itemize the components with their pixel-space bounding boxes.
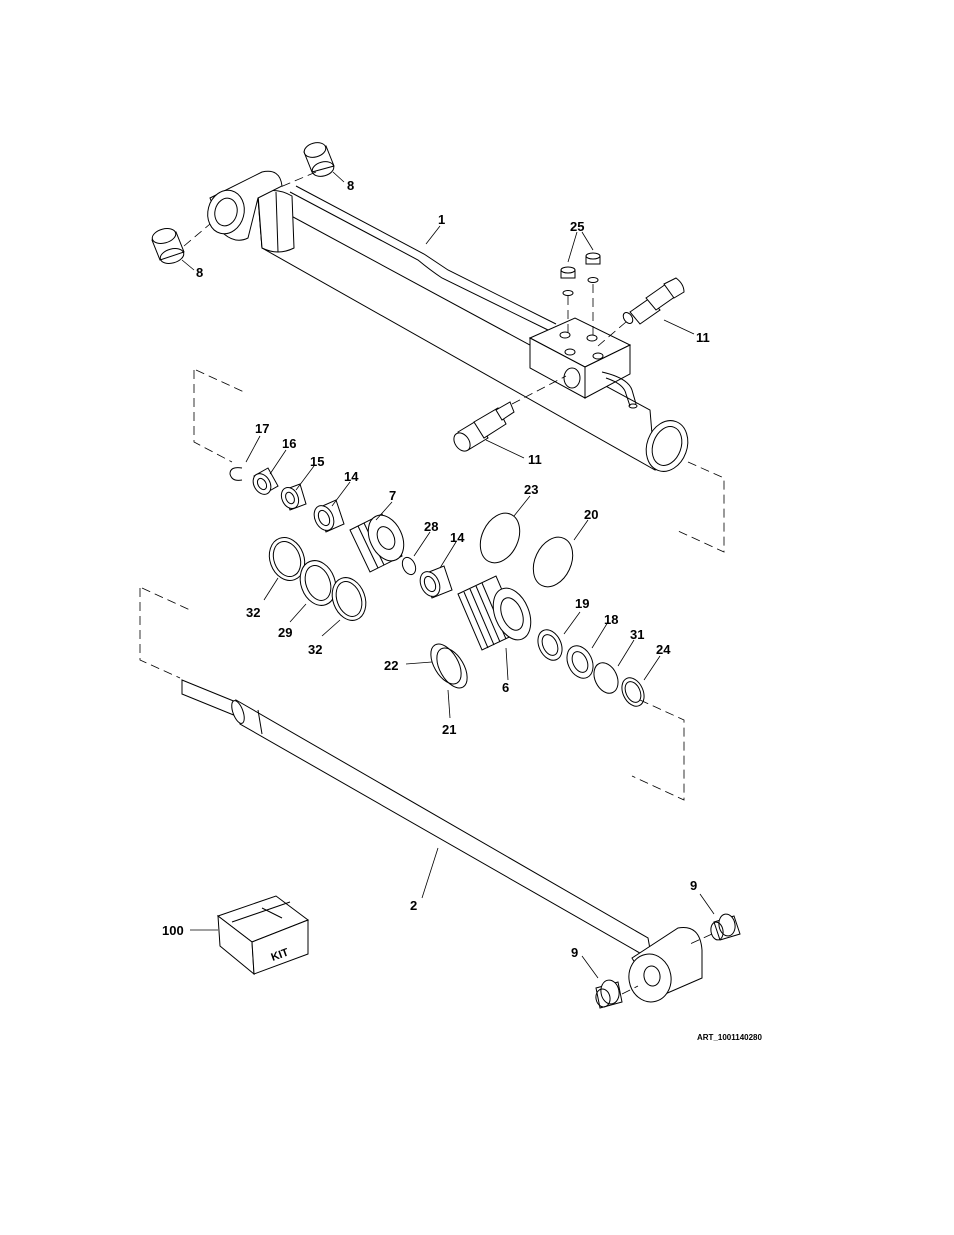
wear-ring-22	[425, 639, 468, 689]
callout-21: 21	[442, 722, 456, 737]
ring-24	[618, 674, 649, 710]
callout-7: 7	[389, 488, 396, 503]
bearing-8-lower	[151, 226, 186, 266]
o-ring-28	[400, 555, 418, 576]
callout-16: 16	[282, 436, 296, 451]
plug-25-pair	[561, 253, 600, 296]
callout-32-right: 32	[308, 642, 322, 657]
callout-9-right: 9	[690, 878, 697, 893]
callout-25: 25	[570, 219, 584, 234]
callout-17: 17	[255, 421, 269, 436]
callout-1: 1	[438, 212, 445, 227]
bearing-8-upper	[303, 140, 336, 178]
bushing-14-lower	[416, 566, 452, 600]
callout-28: 28	[424, 519, 438, 534]
art-identifier: ART_1001140280	[697, 1033, 762, 1042]
callout-11-lower: 11	[528, 452, 542, 467]
callout-18: 18	[604, 612, 618, 627]
callout-8-upper: 8	[347, 178, 354, 193]
callout-11-upper: 11	[696, 330, 710, 345]
nut-16	[250, 468, 278, 498]
kit-box	[218, 896, 308, 974]
callout-19: 19	[575, 596, 589, 611]
callout-14-lower: 14	[450, 530, 465, 545]
callout-20: 20	[584, 507, 598, 522]
piston-7	[350, 509, 411, 572]
bushing-14-upper	[310, 500, 344, 534]
callout-6: 6	[502, 680, 509, 695]
callout-32-left: 32	[246, 605, 260, 620]
o-ring-23	[473, 507, 528, 569]
barrel-assembly	[203, 171, 695, 477]
o-ring-20	[526, 531, 581, 593]
valve-cartridge-11-lower	[451, 402, 514, 454]
callout-100: 100	[162, 923, 184, 938]
callout-23: 23	[524, 482, 538, 497]
snap-ring-17	[230, 468, 242, 481]
callout-29: 29	[278, 625, 292, 640]
callout-22: 22	[384, 658, 398, 673]
callout-14-upper: 14	[344, 469, 359, 484]
wear-ring-21	[431, 643, 474, 693]
seal-19	[533, 626, 566, 664]
gland-6	[458, 576, 538, 650]
bearing-9-left	[595, 979, 622, 1008]
spacer-15	[278, 484, 306, 511]
callout-15: 15	[310, 454, 324, 469]
callout-24: 24	[656, 642, 671, 657]
callout-31: 31	[630, 627, 644, 642]
bearing-9-right	[710, 913, 740, 941]
valve-cartridge-11-upper	[621, 278, 684, 325]
callout-9-left: 9	[571, 945, 578, 960]
callout-2: 2	[410, 898, 417, 913]
ring-31	[589, 659, 622, 697]
callout-8-lower: 8	[196, 265, 203, 280]
leader-lines	[182, 172, 714, 978]
